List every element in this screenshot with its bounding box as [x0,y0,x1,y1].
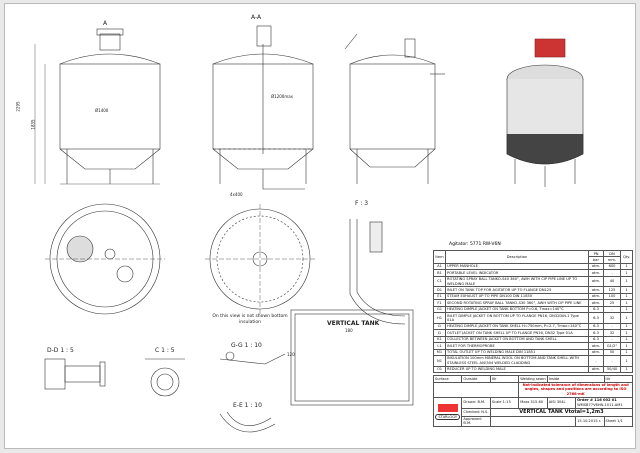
description-cell: REDUCER UP TO WELDING MALE [445,365,589,374]
section-view [212,25,314,190]
welding-label: Welding seam [518,375,548,383]
qty-cell: 1 [620,275,633,288]
qty-cell: 1 [620,305,633,314]
dn-cell: 32 [603,312,621,324]
qty-cell: 1 [620,348,633,356]
nameplate-title: VERTICAL TANK [327,320,380,327]
scale-value: 1:15 [502,400,511,405]
technical-drawing [34,25,584,433]
item-cell: O1 [433,365,446,374]
detail-f [349,219,406,325]
outside-label: Outside [461,375,491,383]
qty-cell: 1 [620,312,633,324]
agitator-label: Agitator: 5771 RW-V6N [449,242,501,247]
qty-cell: 1 [620,354,633,367]
drawn-by: B.M. [477,400,486,405]
pn-cell: atm. [588,365,604,374]
bottom-view [205,204,315,314]
dn-cell: - [603,354,621,367]
item-cell: N1 [433,354,446,367]
item-cell: H1 [433,312,446,324]
company-logo: STARLOGY [435,413,461,421]
top-view [45,203,165,315]
dim-120: 120 [287,352,295,357]
mass-label: Mass [520,400,530,405]
checked-label: Checked [463,409,479,414]
dn-cell: 50/40 [603,365,621,374]
pn-cell: atm. [588,275,604,288]
description-cell: INLET DIMPLE JACKET ON BOTTOM UP TO FLAN… [445,312,589,324]
detail-d [44,358,106,390]
detail-g [219,351,286,365]
material: AISI 304L [546,396,577,409]
drawn-label: Drawn [463,400,476,405]
inside-value: IIIr [603,375,634,383]
mass-value: 515.60 [530,400,544,405]
dim-diameter: Ø1400 [95,108,109,113]
description-cell: INSULATION 100mm MINERAL WOOL ON BOTTOM … [445,354,589,367]
surface-label: Surface [432,375,463,383]
dim-diameter-2: Ø1200max [271,94,294,99]
checked-by: N.S. [481,409,489,414]
bottom-note: On this view is not shown bottom insulat… [212,314,288,325]
col-qty: Qty. [620,250,633,264]
drawing-sheet: A A-A F : 3 G-G 1 : 10 C 1 : 5 D-D 1 : 5… [4,3,636,449]
drawing-title: VERTICAL TANK Vtotal=1,2m3 [489,407,634,417]
detail-c [145,358,185,397]
view-f-label: F : 3 [355,200,369,207]
nameplate [290,309,414,406]
description-cell: ROTATING SPRAY BALL TANKO-S40 360°, AWH … [445,275,589,288]
tolerance-note: Not-indicated tolerance of dimensions of… [518,381,633,398]
col-description: Description [445,250,589,264]
approved-by: B.M. [463,421,472,426]
detail-e [219,411,276,433]
drawing-number: WMSB77V6HN-1011.AM1 [577,402,623,407]
side-view [344,33,445,184]
front-view [34,28,161,185]
section-d-label: D-D 1 : 5 [47,347,74,354]
dn-cell: 40 [603,275,621,288]
section-e-label: E-E 1 : 10 [233,402,262,409]
dim-height-2: 1835 [30,119,36,130]
section-label: A-A [251,14,262,21]
logo-cell: STARLOGY [432,396,463,428]
section-g-label: G-G 1 : 10 [231,342,262,349]
order-number: Order # 116 002 01 [577,398,617,403]
sheet-label: Sheet [605,419,616,424]
qty-cell: 1 [620,365,633,374]
pn-cell: 6.3 [588,312,604,324]
col-item: Item [433,250,446,264]
isometric-view [506,38,584,187]
section-c-label: C 1 : 5 [155,347,175,354]
scale-label: Scale [491,400,502,405]
approved-label: Approved [463,417,481,422]
dim-width: 4x400 [230,192,243,197]
date: 15.10.2015 r. [575,415,605,428]
item-cell: C1 [433,275,446,288]
pn-cell: - [588,354,604,367]
sheet-number: 1/1 [617,419,623,424]
qty-cell: 1 [620,269,633,277]
view-a-label: A [103,20,108,27]
dim-180: 180 [345,328,353,333]
dim-height: 2295 [15,101,21,112]
